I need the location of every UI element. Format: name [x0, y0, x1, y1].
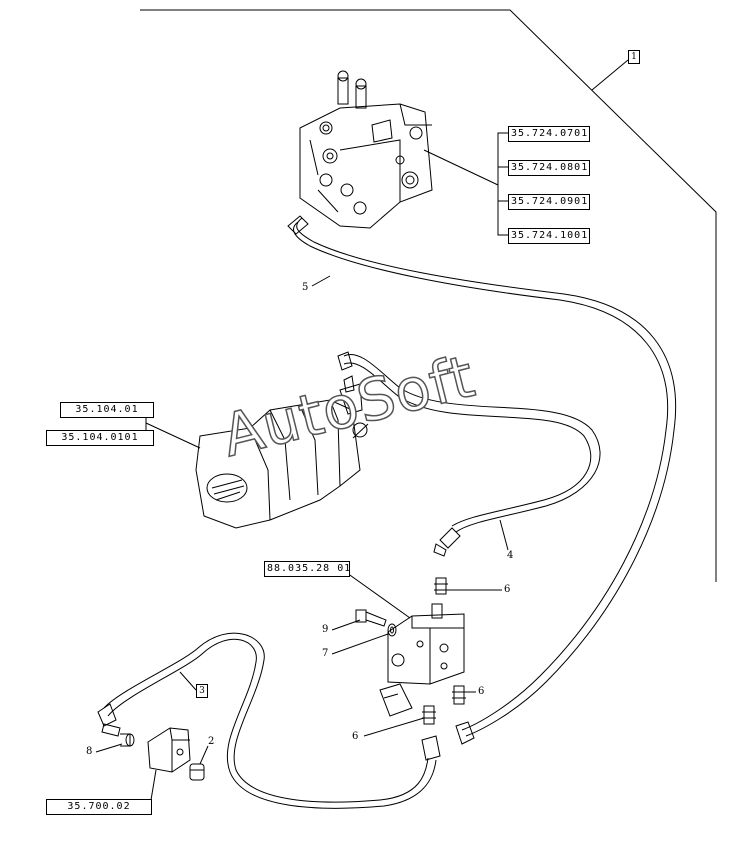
- washer-leader: [331, 633, 389, 655]
- control-valve-drawing: [299, 70, 433, 229]
- assembly-bracket-line: [140, 9, 717, 582]
- adapter-lower-leader: [363, 717, 425, 737]
- ref-plug-block[interactable]: 35.700.02: [46, 799, 152, 815]
- adapter-upper-drawing: [434, 577, 448, 595]
- item-adapter-right: 6: [478, 686, 485, 697]
- washer-drawing: [387, 623, 397, 637]
- plug-block-drawing: [147, 727, 191, 773]
- hose-5-leader: [311, 275, 331, 287]
- item-assembly-box[interactable]: 1: [628, 50, 640, 64]
- hose-3-leader: [179, 671, 197, 691]
- cap-leader: [199, 745, 209, 765]
- item-hose-3-box[interactable]: 3: [196, 684, 208, 698]
- ref-valve-0901[interactable]: 35.724.0901: [508, 194, 590, 210]
- item-plug-fitting: 8: [86, 746, 93, 757]
- ref-valve-0801[interactable]: 35.724.0801: [508, 160, 590, 176]
- pump-drawing: [195, 375, 369, 529]
- item-bolt: 9: [322, 624, 329, 635]
- hose-4-leader: [499, 519, 509, 551]
- plug-fitting-leader: [95, 743, 123, 753]
- adapter-right-drawing: [452, 685, 466, 705]
- item-adapter-lower: 6: [352, 731, 359, 742]
- adapter-lower-drawing: [422, 705, 436, 725]
- hose-3-drawing: [97, 632, 441, 809]
- diverter-ref-leader: [339, 567, 411, 619]
- item-adapter-upper: 6: [504, 584, 511, 595]
- assembly-leader: [591, 59, 629, 91]
- item-cap: 2: [208, 736, 215, 747]
- diverter-drawing: [379, 603, 465, 717]
- ref-valve-1001[interactable]: 35.724.1001: [508, 228, 590, 244]
- cap-drawing: [189, 763, 205, 781]
- valve-ref-leader: [423, 149, 499, 186]
- item-washer: 7: [322, 648, 329, 659]
- plug-fitting-drawing: [120, 733, 135, 747]
- valve-ref-bracket: [497, 132, 508, 236]
- bolt-leader: [331, 619, 361, 631]
- hose-5-drawing: [287, 215, 677, 745]
- ref-pump-01[interactable]: 35.104.01: [60, 402, 154, 418]
- pump-ref-leader: [145, 422, 201, 449]
- bolt-drawing: [355, 609, 387, 627]
- ref-diverter[interactable]: 88.035.28 01: [264, 561, 350, 577]
- hose-4-drawing: [337, 351, 601, 557]
- item-hose-5: 5: [302, 282, 309, 293]
- ref-pump-0101[interactable]: 35.104.0101: [46, 430, 154, 446]
- ref-valve-0701[interactable]: 35.724.0701: [508, 126, 590, 142]
- item-hose-4: 4: [507, 550, 514, 561]
